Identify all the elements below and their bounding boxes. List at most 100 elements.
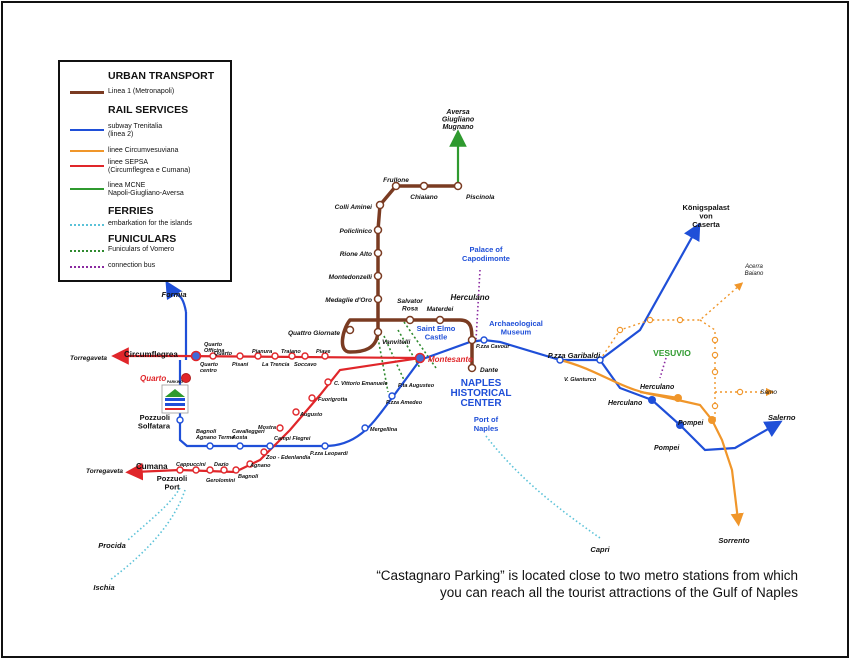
label-vanvitelli: Vanvitelli: [382, 339, 410, 346]
label-piscinola: Piscinola: [466, 194, 495, 201]
legend-swatch-circum: [70, 150, 104, 152]
station-la-trencia[interactable]: [271, 352, 279, 360]
station-bagnoli-red[interactable]: [220, 466, 228, 474]
label-vesuvio: VESUVIO: [653, 348, 691, 358]
station-chiaiano[interactable]: [419, 181, 429, 191]
label-rione-alto: Rione Alto: [340, 251, 372, 258]
station-mergellina[interactable]: [361, 424, 369, 432]
station-rione-alto[interactable]: [373, 248, 383, 258]
station-dazio[interactable]: [232, 466, 240, 474]
station-fuorigrotta[interactable]: [308, 394, 316, 402]
station-pzza-amedeo[interactable]: [388, 392, 396, 400]
caption: “Castagnaro Parking” is located close to…: [308, 567, 798, 601]
ferry-ischia: [109, 489, 186, 581]
station-o6[interactable]: [711, 368, 719, 376]
station-pzza-garibaldi[interactable]: [556, 356, 564, 364]
station-frullone[interactable]: [391, 181, 401, 191]
station-gianturco[interactable]: [596, 356, 604, 364]
station-o4[interactable]: [711, 336, 719, 344]
label-ischia: Ischia: [93, 583, 114, 592]
label-bagnoli: Bagnoli: [238, 474, 259, 480]
label-torregaveta-1: Torregaveta: [70, 355, 107, 362]
ferry-procida: [127, 487, 181, 541]
station-piave[interactable]: [321, 352, 329, 360]
station-pozzuoli-port[interactable]: [176, 466, 184, 474]
cumana-arrow: [125, 462, 181, 481]
station-herculano-blue[interactable]: [648, 396, 656, 404]
station-quarto[interactable]: [209, 352, 217, 360]
station-o5[interactable]: [711, 351, 719, 359]
station-museum[interactable]: [467, 335, 477, 345]
station-materdei[interactable]: [435, 315, 445, 325]
label-pzza-garibaldi: P.zza Garibaldi: [548, 351, 601, 360]
legend-swatch-trenitalia: [70, 129, 104, 131]
label-piave: Piave: [316, 349, 330, 355]
station-pzza-leopardi[interactable]: [321, 442, 329, 450]
station-mostra[interactable]: [276, 424, 284, 432]
station-soccavo[interactable]: [301, 352, 309, 360]
label-capri: Capri: [590, 545, 610, 554]
station-o8[interactable]: [736, 388, 744, 396]
station-gerolomini[interactable]: [206, 466, 214, 474]
label-la-trencia: La Trencia: [262, 362, 289, 368]
label-circumflegrea: Circumflegrea: [124, 350, 178, 359]
ferry-routes: [109, 435, 601, 581]
station-pozzuoli-solfatara[interactable]: [176, 416, 184, 424]
station-quattro-giornate[interactable]: [345, 325, 355, 335]
station-policlinico[interactable]: [373, 225, 383, 235]
legend-trenitalia: subway Trenitalia (linea 2): [108, 123, 163, 138]
station-agnano[interactable]: [246, 460, 254, 468]
station-quarto-officina[interactable]: [190, 350, 202, 362]
station-colli-aminei[interactable]: [375, 200, 385, 210]
station-o1[interactable]: [616, 326, 624, 334]
legend-swatch-mcne: [70, 188, 104, 190]
station-augusto[interactable]: [292, 408, 300, 416]
station-cavalleggeri[interactable]: [236, 442, 244, 450]
station-o2[interactable]: [646, 316, 654, 324]
station-montesanto[interactable]: [414, 352, 426, 364]
label-formia: Formia: [161, 290, 186, 299]
station-pzza-cavour[interactable]: [480, 336, 488, 344]
legend-funiculars-heading: FUNICULARS: [108, 233, 177, 245]
station-o3[interactable]: [676, 316, 684, 324]
station-bagnoli-agnano[interactable]: [206, 442, 214, 450]
stations: [345, 181, 477, 373]
station-cappuccini[interactable]: [192, 466, 200, 474]
label-mergellina: Mergellina: [370, 427, 397, 433]
legend-swatch-ferries: [70, 224, 104, 226]
parking-quarto-marker[interactable]: [181, 373, 191, 383]
station-dante[interactable]: [467, 363, 477, 373]
legend-funiculars: Funiculars of Vomero: [108, 246, 175, 253]
station-campi-flegrei[interactable]: [266, 442, 274, 450]
station-pisani[interactable]: [236, 352, 244, 360]
station-pompei-orange[interactable]: [708, 416, 716, 424]
label-herculano-top: Herculano: [450, 293, 489, 302]
legend-sepsa: linee SEPSA (Circumflegrea e Cumana): [108, 159, 191, 174]
station-salvator-rosa[interactable]: [405, 315, 415, 325]
station-o7[interactable]: [711, 402, 719, 410]
station-c-vittorio[interactable]: [324, 378, 332, 386]
bus-capodimonte: [475, 269, 481, 341]
label-traiano: Traiano: [281, 349, 301, 355]
station-zoo[interactable]: [260, 448, 268, 456]
station-vanvitelli[interactable]: [373, 327, 383, 337]
station-pianura[interactable]: [254, 352, 262, 360]
legend-urban-heading: URBAN TRANSPORT: [108, 70, 215, 82]
station-piscinola[interactable]: [453, 181, 463, 191]
station-montedonzelli[interactable]: [373, 271, 383, 281]
label-v-gianturco: V. Gianturco: [564, 377, 597, 383]
legend-swatch-funiculars: [70, 250, 104, 252]
label-augusto: Augusto: [299, 412, 323, 418]
station-herculano-orange[interactable]: [674, 394, 682, 402]
label-gerolomini: Gerolomini: [206, 478, 236, 484]
station-medaglie[interactable]: [373, 294, 383, 304]
station-traiano[interactable]: [288, 352, 296, 360]
station-pompei-blue[interactable]: [676, 421, 684, 429]
